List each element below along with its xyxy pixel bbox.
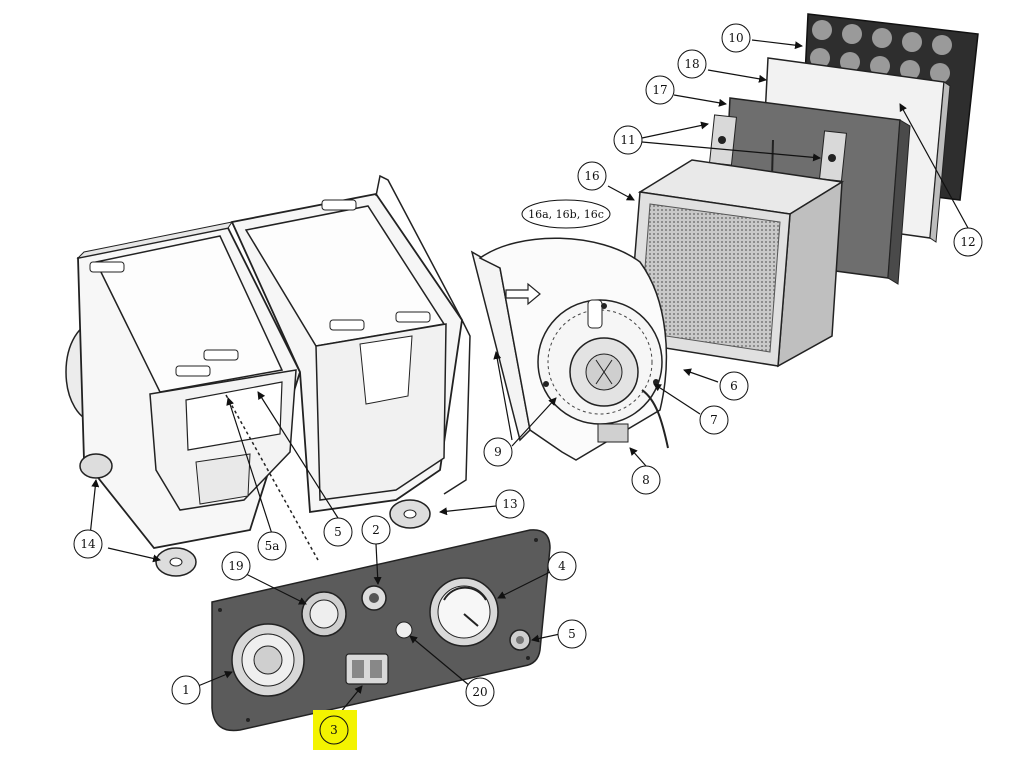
callout-13: 13: [495, 489, 525, 519]
svg-text:16a, 16b, 16c: 16a, 16b, 16c: [528, 208, 604, 221]
svg-text:16: 16: [584, 169, 599, 183]
unit-body: [65, 174, 471, 577]
callout-19: 19: [221, 551, 251, 581]
svg-text:11: 11: [620, 133, 635, 147]
callout-10: 10: [721, 23, 751, 53]
callout-16abc: 16a, 16b, 16c: [521, 199, 611, 229]
control-panel: [211, 529, 551, 732]
svg-text:12: 12: [960, 235, 975, 249]
speed-control: [345, 653, 389, 685]
svg-text:20: 20: [472, 685, 487, 699]
indicator-light: [395, 621, 413, 639]
svg-text:13: 13: [502, 497, 517, 511]
switch: [361, 585, 387, 611]
svg-text:9: 9: [494, 445, 502, 459]
callout-4: 4: [547, 551, 577, 581]
hepa-filter: [627, 159, 845, 368]
callout-20: 20: [465, 677, 495, 707]
callout-17: 17: [645, 75, 675, 105]
callout-8: 8: [631, 465, 661, 495]
callout-16: 16: [577, 161, 607, 191]
callout-1: 1: [171, 675, 201, 705]
svg-text:14: 14: [80, 537, 96, 551]
callout-6: 6: [719, 371, 749, 401]
hour-meter: [301, 591, 347, 637]
svg-text:1: 1: [182, 683, 190, 697]
callout-5-body: 5: [323, 517, 353, 547]
blower-housing: [470, 237, 669, 461]
pressure-gauge: [429, 577, 499, 647]
callout-3-highlighted: 3: [313, 710, 357, 750]
svg-text:8: 8: [642, 473, 650, 487]
callout-12: 12: [953, 227, 983, 257]
svg-text:2: 2: [372, 523, 380, 537]
callout-5-panel: 5: [557, 619, 587, 649]
callout-18: 18: [677, 49, 707, 79]
callout-5a: 5a: [257, 531, 287, 561]
callout-9: 9: [483, 437, 513, 467]
callout-14: 14: [73, 529, 103, 559]
callout-7: 7: [699, 405, 729, 435]
caster-wheel: [79, 453, 431, 577]
svg-text:5: 5: [334, 525, 342, 539]
svg-text:5: 5: [568, 627, 576, 641]
svg-text:17: 17: [652, 83, 667, 97]
svg-text:19: 19: [228, 559, 243, 573]
svg-text:7: 7: [710, 413, 718, 427]
svg-text:18: 18: [684, 57, 699, 71]
svg-text:10: 10: [728, 31, 743, 45]
svg-text:3: 3: [330, 723, 338, 737]
svg-text:6: 6: [730, 379, 738, 393]
power-inlet: [231, 623, 305, 697]
circuit-breaker: [509, 629, 531, 651]
callout-2: 2: [361, 515, 391, 545]
svg-text:4: 4: [558, 559, 566, 573]
svg-text:5a: 5a: [265, 539, 280, 553]
callout-11: 11: [613, 125, 643, 155]
